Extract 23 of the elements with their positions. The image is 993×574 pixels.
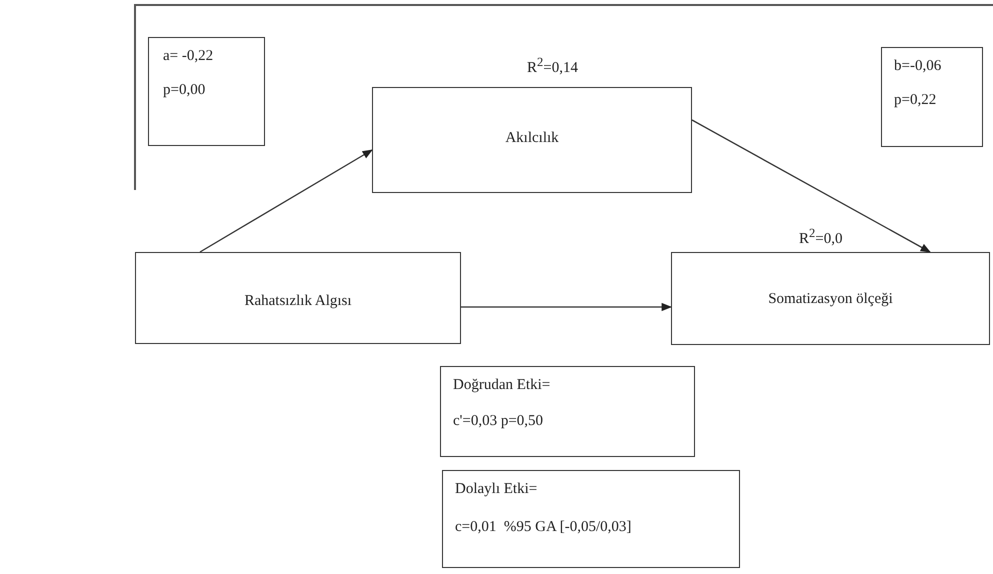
- variable-box: [372, 87, 692, 193]
- r-squared-label: R$^{2}$=0,14: [527, 55, 578, 77]
- statistic-text: p=0,22: [894, 92, 936, 109]
- arrow: [200, 149, 373, 253]
- statistics-box: [440, 366, 695, 457]
- statistic-text: Dolaylı Etki=: [455, 481, 538, 498]
- statistics-box: [442, 470, 740, 568]
- statistics-box: [881, 47, 983, 147]
- arrow: [461, 302, 672, 312]
- statistic-text: Doğrudan Etki=: [453, 377, 550, 394]
- statistic-text: b=-0,06: [894, 58, 942, 75]
- variable-box: [135, 252, 461, 344]
- r-squared-label: R$^{2}$=0,0: [799, 226, 842, 248]
- statistic-text: c=0,01 %95 GA [-0,05/0,03]: [455, 519, 632, 536]
- variable-name: Somatizasyon ölçeği: [768, 291, 893, 308]
- statistics-box: [148, 37, 265, 146]
- statistic-text: a= -0,22: [163, 48, 214, 65]
- statistic-text: p=0,00: [163, 82, 206, 99]
- variable-name: Rahatsızlık Algısı: [244, 293, 352, 310]
- statistic-text: c'=0,03 p=0,50: [453, 413, 544, 430]
- variable-name: Akılcılık: [505, 130, 559, 147]
- variable-box: [671, 252, 990, 345]
- arrow: [692, 119, 931, 253]
